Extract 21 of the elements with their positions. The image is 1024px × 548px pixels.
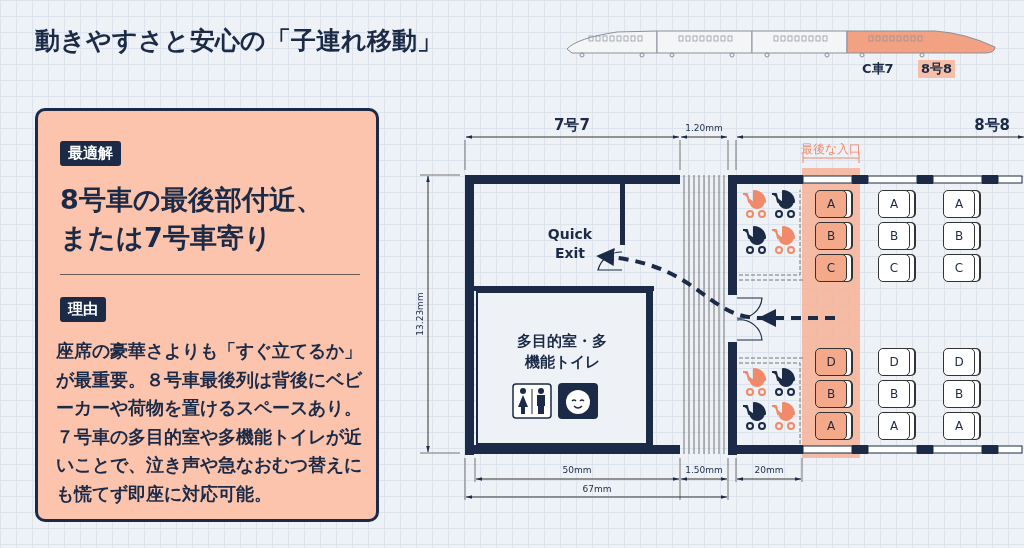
entrance-label: 最後な入口 bbox=[801, 141, 861, 158]
car-label: C車7 bbox=[862, 60, 894, 78]
car-label: 8号8 bbox=[918, 60, 956, 78]
dimension-label: 1.50mm bbox=[685, 465, 723, 475]
tag-label: 理由 bbox=[60, 297, 106, 322]
dimension-label: 50mm bbox=[562, 465, 592, 475]
car-label: 8号8 bbox=[974, 116, 1010, 135]
dimension-label: 13.23mm bbox=[415, 292, 425, 336]
dimension-label: 67mm bbox=[582, 484, 612, 494]
dashed-arrow bbox=[596, 248, 835, 327]
info-card bbox=[35, 108, 379, 522]
body-text: 座席の豪華さよりも「すぐ立てるか」が最重要。８号車最後列は背後にベビーカーや荷物を置けるスペースあり。７号車の多目的室や多機能トイレが近いことで、泣き声や急なおむつ替えにも慌てず即座に対応可能。 bbox=[56, 340, 364, 506]
dimension-label: 1.20mm bbox=[685, 123, 723, 133]
title: 動きやすさと安心の「子連れ移動」 bbox=[35, 25, 442, 57]
room-label: 多目的室・多機能トイレ bbox=[516, 331, 608, 373]
room-outline bbox=[476, 291, 648, 445]
car-label: 7号7 bbox=[554, 116, 590, 135]
tag-label: 最適解 bbox=[60, 141, 121, 166]
exit-label: Quick Exit bbox=[545, 225, 595, 263]
dimension-label: 20mm bbox=[754, 465, 784, 475]
headline: 8号車の最後部付近、または7号車寄り bbox=[60, 183, 324, 255]
